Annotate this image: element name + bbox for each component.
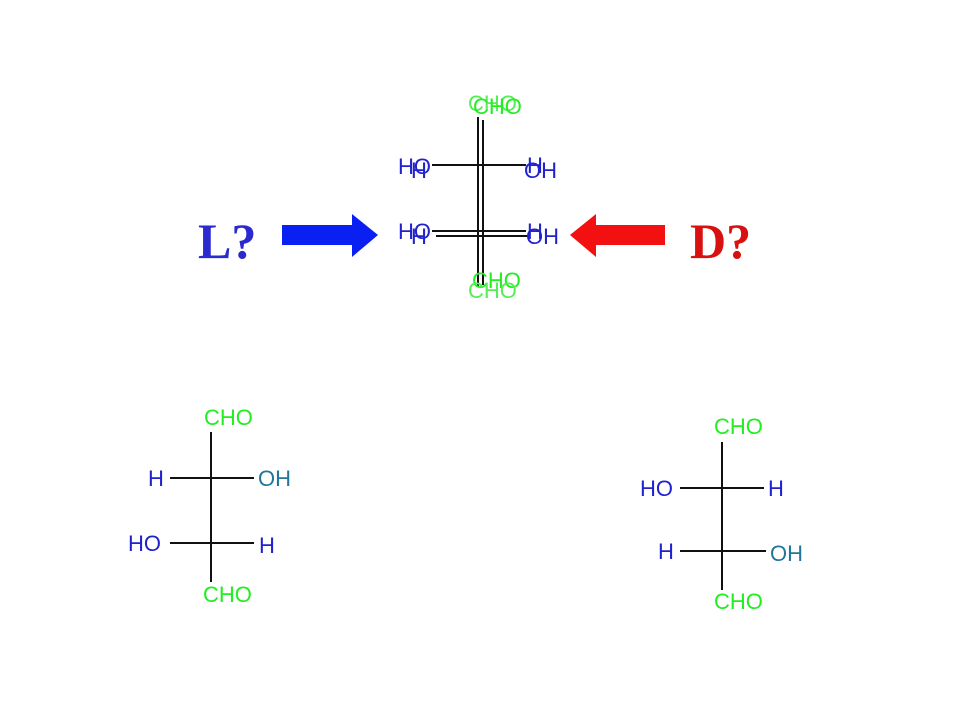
right-r1-left-ho: HO	[640, 476, 673, 501]
overlay-backbone-b	[482, 120, 484, 285]
overlay-r2-right-oh: OH	[526, 224, 559, 249]
right-r2-right-oh: OH	[770, 541, 803, 566]
overlay-r2-left-h: H	[411, 224, 427, 249]
right-r1-right-h: H	[768, 476, 784, 501]
l-question-label: L?	[198, 213, 257, 269]
overlay-r2-right-h: H	[527, 219, 543, 244]
overlay-top-cho-b: CHO	[473, 94, 522, 119]
left-r1-left-h: H	[148, 466, 164, 491]
left-top-cho: CHO	[204, 405, 253, 430]
left-r2-left-ho: HO	[128, 531, 161, 556]
left-r1-right-oh: OH	[258, 466, 291, 491]
overlay-backbone-a	[477, 117, 479, 287]
right-backbone	[721, 442, 723, 590]
right-top-cho: CHO	[714, 414, 763, 439]
overlay-bond-row2-a	[432, 230, 526, 232]
overlay-r2-left-ho: HO	[398, 219, 431, 244]
right-bond-row1	[680, 487, 764, 489]
overlay-bond-row1-a	[432, 164, 526, 166]
overlay-r1-right-h: H	[527, 153, 543, 178]
overlay-bottom-cho-a: CHO	[472, 268, 521, 293]
left-bond-row2	[170, 542, 254, 544]
overlay-top-cho-a: CHO	[468, 91, 517, 116]
left-bottom-cho: CHO	[203, 582, 252, 607]
right-bottom-cho: CHO	[714, 589, 763, 614]
red-arrow-left	[570, 214, 665, 257]
right-r2-left-h: H	[658, 539, 674, 564]
overlay-r1-left-h: H	[411, 158, 427, 183]
left-bond-row1	[170, 477, 254, 479]
d-question-label: D?	[690, 213, 752, 269]
blue-arrow-right	[282, 214, 378, 257]
overlay-r1-left-ho: HO	[398, 154, 431, 179]
left-r2-right-h: H	[259, 533, 275, 558]
right-bond-row2	[680, 550, 766, 552]
overlay-r1-right-oh: OH	[524, 158, 557, 183]
overlay-bottom-cho-b: CHO	[468, 278, 517, 303]
left-backbone	[210, 432, 212, 582]
overlay-bond-row2-b	[436, 235, 528, 237]
